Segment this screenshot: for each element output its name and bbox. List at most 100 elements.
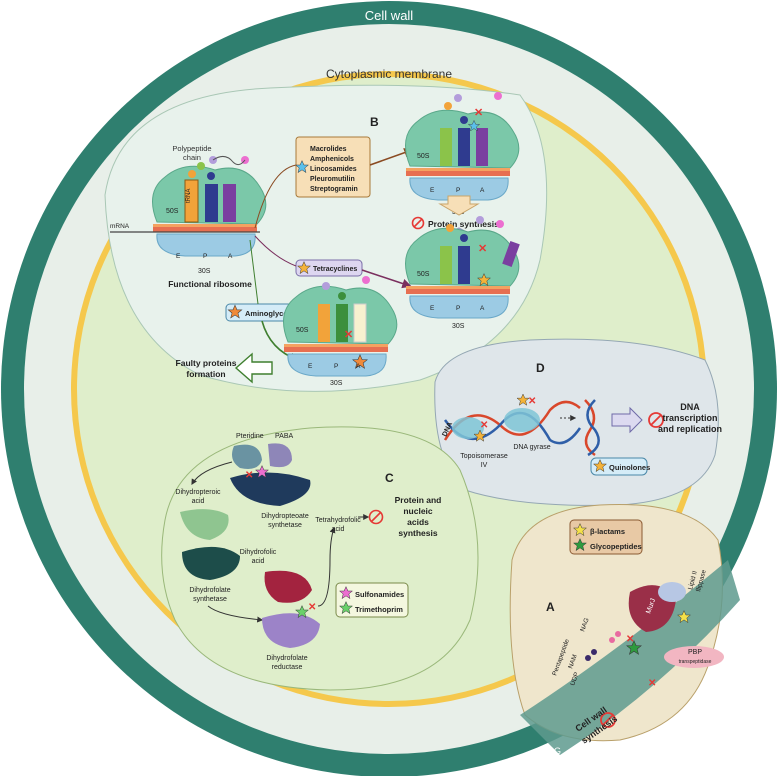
dhfr-label-1: Dihydrofolate (266, 655, 307, 662)
panel-b-label: B (370, 115, 379, 129)
svg-text:✕: ✕ (478, 243, 487, 255)
dihydrofolic-label-1: Dihydrofolic (240, 549, 277, 556)
panel-c-outcome-1: Protein and (395, 495, 442, 505)
arrow-to-tetrahydrofolic (317, 526, 336, 607)
dihydropteroic-shape (180, 509, 229, 540)
dhfr-label-2: reductase (272, 664, 303, 671)
dihydropteroic-label-2: acid (192, 498, 205, 505)
r2-50s: 50S (417, 271, 430, 278)
drug-box-macrolides (295, 136, 371, 198)
no-symbol-icon-a (600, 712, 616, 728)
faulty-proteins-label-2: formation (186, 369, 225, 379)
svg-text:✕: ✕ (626, 634, 634, 645)
panel-c-outcome-4: synthesis (398, 528, 437, 538)
arrow-to-aminoglycosides (249, 239, 259, 305)
arrow-to-tetracyclines (254, 235, 297, 267)
topoisomerase-enzyme (452, 417, 484, 439)
topo-label-1: Topoisomerase (460, 453, 508, 460)
panel-c-label: C (385, 471, 394, 485)
dihydropteroic-label-1: Dihydropteroic (175, 489, 221, 496)
dna-outcome-3: and replication (658, 424, 722, 434)
dhfs-label-1: Dihydrofolate (189, 587, 230, 594)
pbp-enzyme (664, 646, 724, 668)
svg-text:✕: ✕ (474, 107, 483, 119)
drug-aminoglycosides: Aminoglycosides (245, 309, 307, 318)
r2-site-a: A (480, 305, 485, 312)
nag-label: NAG (579, 617, 590, 633)
murj-label: MurJ (645, 598, 657, 615)
functional-ribosome-label: Functional ribosome (168, 279, 252, 289)
pg-label: PG (548, 746, 561, 756)
protein-synthesis-label: Protein synthesis (428, 219, 499, 229)
r1-50s: 50S (417, 153, 430, 160)
down-arrow-protein (438, 195, 480, 216)
r1-site-e: E (430, 187, 435, 194)
ribosome-tetracycline-blocked: ✕ (405, 216, 520, 319)
dhfr-enzyme (262, 613, 320, 648)
dhfs-enzyme (182, 546, 240, 580)
drug-box-folate (335, 582, 409, 618)
dhps-label-2: synthetase (268, 522, 302, 529)
peptide-unit-2 (615, 631, 621, 637)
r3-site-a: A (356, 363, 361, 370)
trna-label: tRNA (186, 189, 192, 203)
svg-text:✕: ✕ (308, 602, 316, 613)
dhfs-label-2: synthetase (193, 596, 227, 603)
svg-text:✕: ✕ (245, 470, 253, 481)
r2-site-p: P (456, 305, 460, 312)
peptide-unit (609, 637, 615, 643)
drug-beta-lactams: β-lactams (590, 527, 625, 536)
drug-streptogramin: Streptogramin (310, 186, 358, 193)
faulty-proteins-label-1: Faulty proteins (176, 358, 237, 368)
paba-shape (268, 443, 292, 468)
r1-site-p: P (456, 187, 460, 194)
panel-d-label: D (536, 361, 545, 375)
svg-text:✕: ✕ (528, 396, 536, 407)
drug-trimethoprim: Trimethoprim (355, 605, 403, 614)
small-subunit-label: 30S (198, 268, 211, 275)
lipid2-label-1: Lipid II (687, 570, 699, 590)
drug-macrolides: Macrolides (310, 146, 347, 153)
r3-50s: 50S (296, 327, 309, 334)
nag-unit (585, 655, 591, 661)
no-symbol-icon-d (648, 412, 664, 428)
drug-tetracyclines: Tetracyclines (313, 266, 357, 273)
arrow-macrolides-to-ribosome (369, 148, 414, 166)
paba-label: PABA (275, 433, 293, 440)
arrow-to-macrolides (254, 164, 297, 229)
faulty-proteins-arrow (234, 352, 273, 384)
drug-quinolones: Quinolones (609, 463, 650, 472)
gyrase-label: DNA gyrase (513, 444, 550, 451)
site-p-label: P (203, 253, 207, 260)
site-e-label: E (176, 253, 181, 260)
r2-site-e: E (430, 305, 435, 312)
ribosome-aminoglycoside: ✕ (283, 276, 398, 377)
panel-c-outcome-3: acids (407, 517, 429, 527)
dihydrofolic-label-2: acid (252, 558, 265, 565)
pteridine-label: Pteridine (236, 433, 264, 440)
udp-label: UDP (569, 671, 580, 686)
drug-amphenicols: Amphenicols (310, 156, 354, 163)
no-symbol-icon-b (411, 216, 425, 230)
r3-site-e: E (308, 363, 313, 370)
svg-text:✕: ✕ (480, 420, 488, 431)
mrna-label: mRNA (110, 223, 130, 230)
tetrahydrofolic-label-2: acid (332, 526, 345, 533)
functional-ribosome (152, 156, 267, 257)
large-subunit-label: 50S (166, 208, 179, 215)
panel-a-label: A (546, 600, 555, 614)
pbp-label: PBP (688, 649, 702, 656)
polypeptide-label-2: chain (183, 153, 201, 162)
dna-outcome-2: transcription (662, 413, 717, 423)
dna-outcome-arrow (611, 406, 643, 434)
cell-wall-label: Cell wall (365, 8, 414, 23)
svg-text:✕: ✕ (344, 329, 353, 341)
panel-c-outcome-2: nucleic (403, 506, 433, 516)
r3-30s: 30S (330, 380, 343, 387)
dihydrofolic-shape (264, 570, 312, 603)
drug-box-tetracyclines (295, 259, 363, 277)
dna-fragment-1 (584, 399, 596, 457)
arrow-tetracyclines-to-ribosome (361, 269, 412, 289)
dna-helix-strand-1 (443, 400, 581, 441)
